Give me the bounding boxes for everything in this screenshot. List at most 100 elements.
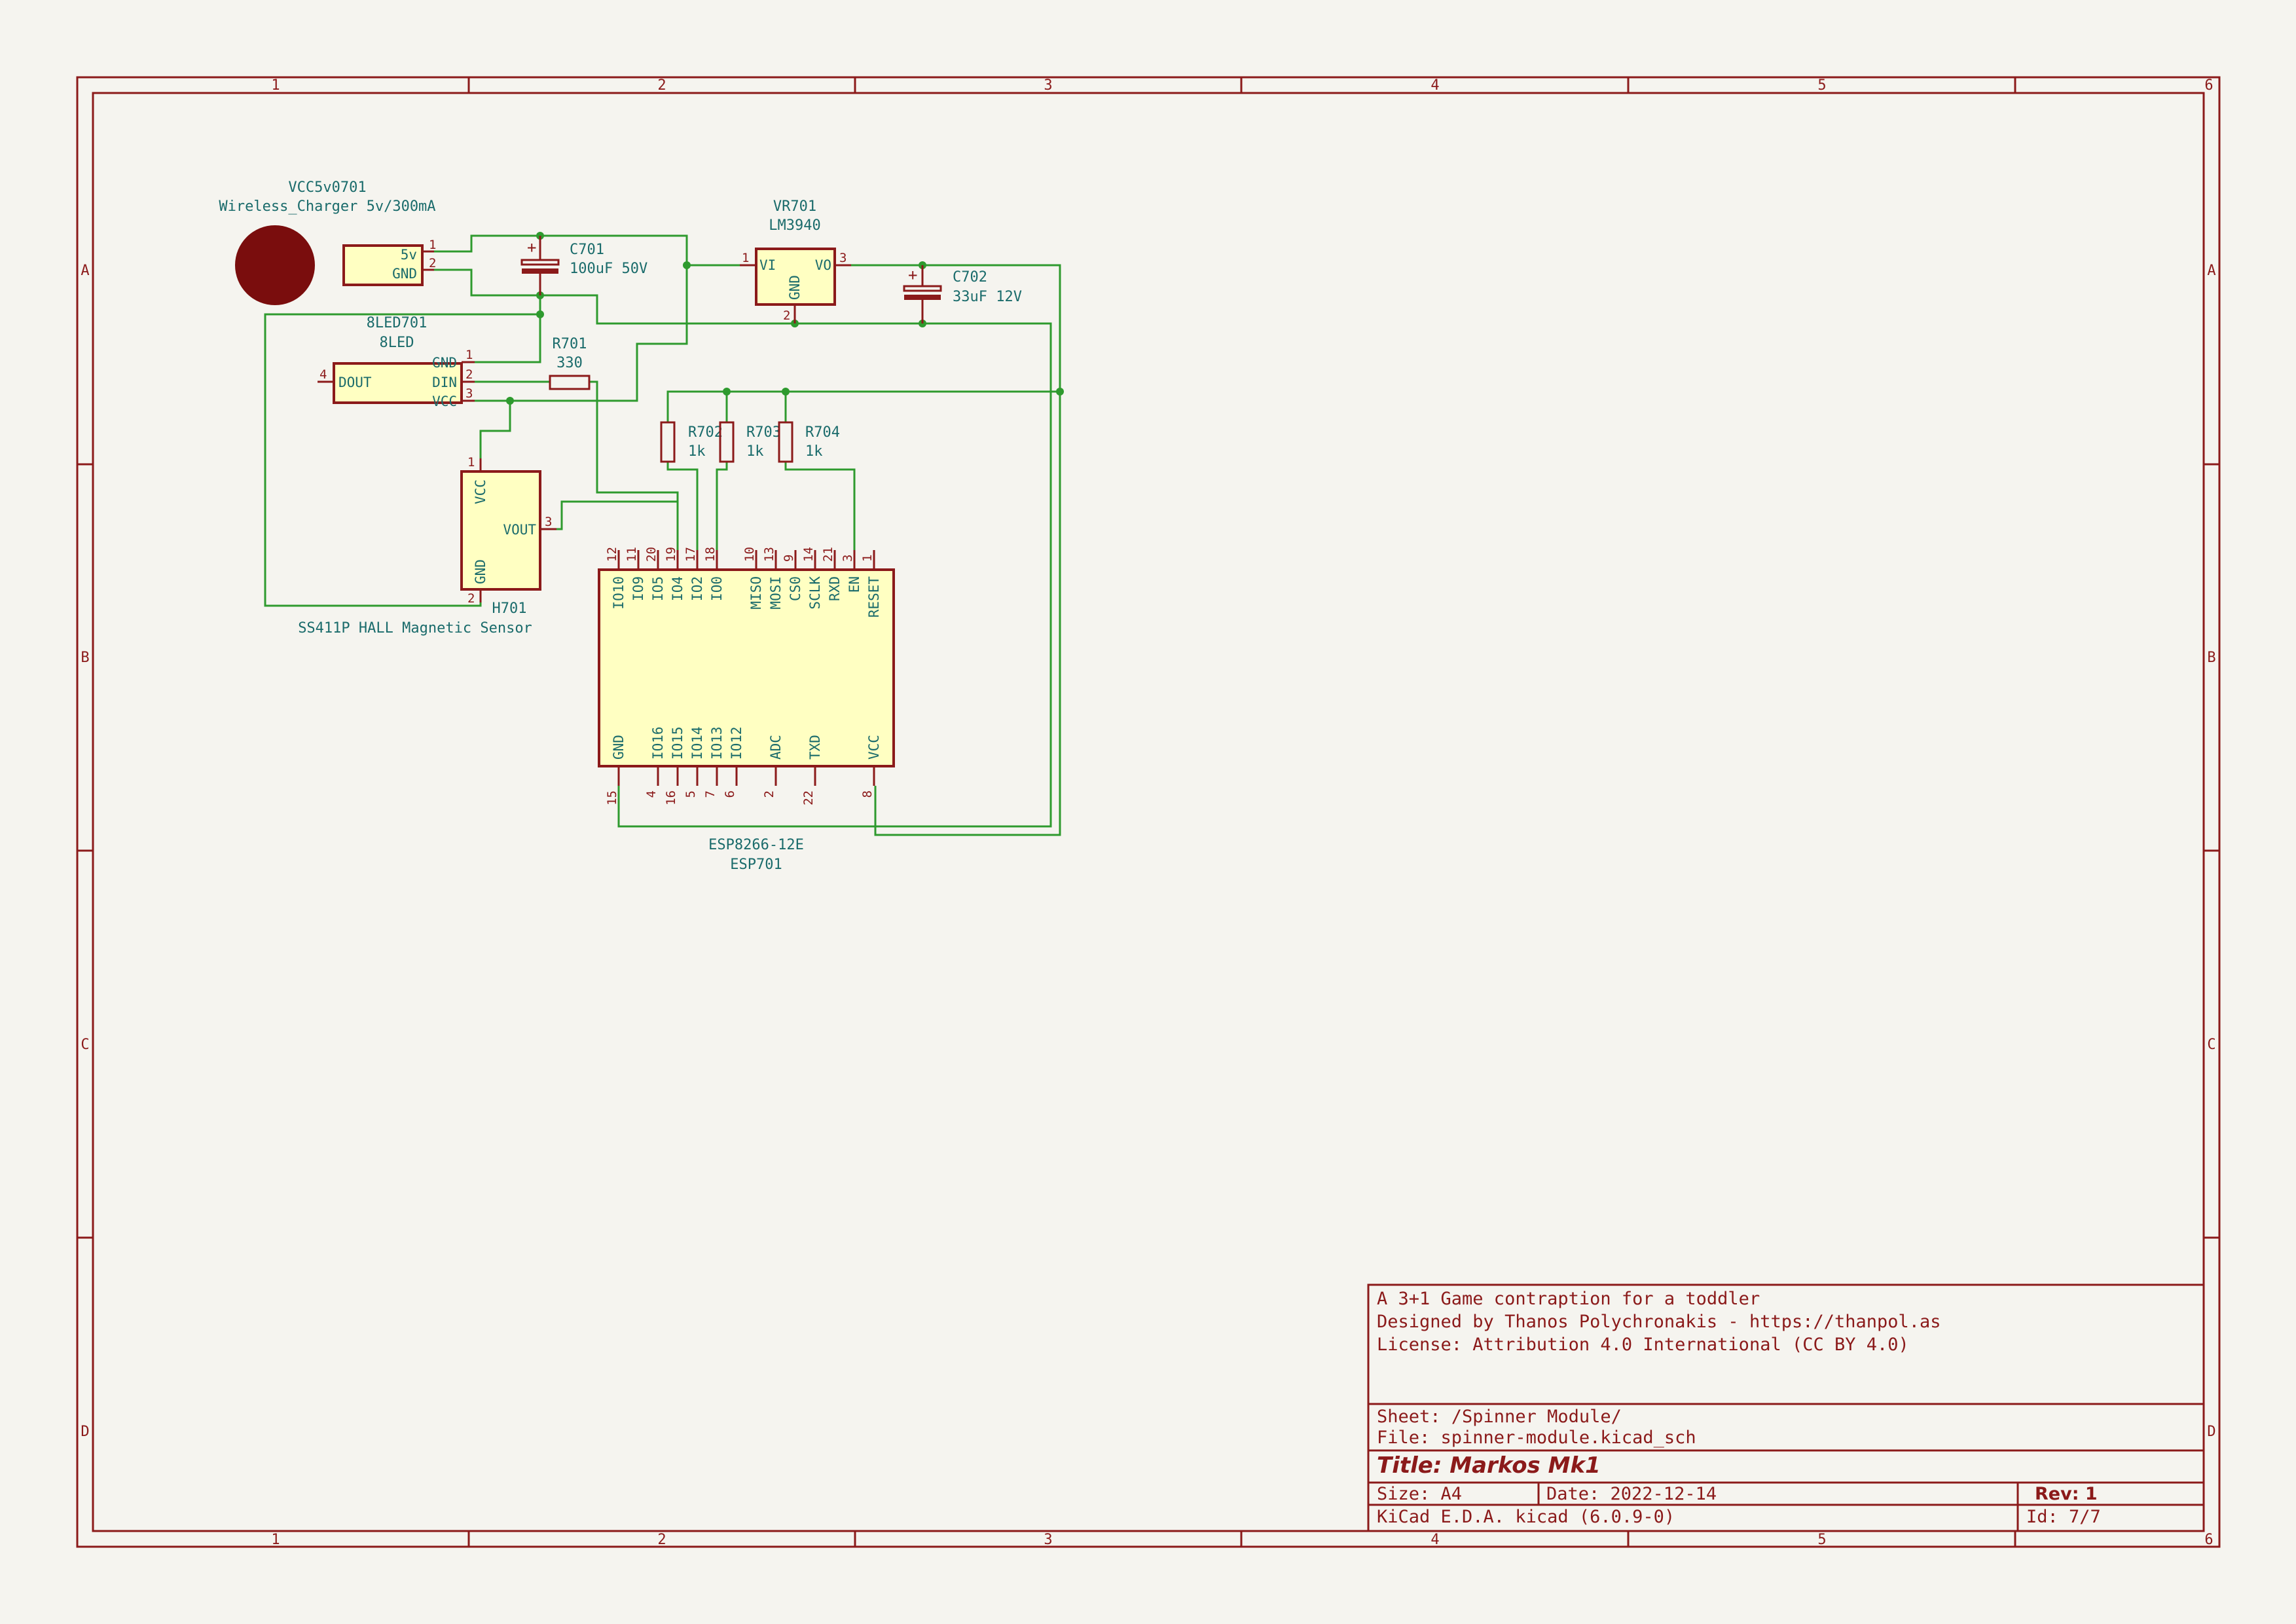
vr701-pin-gnd: GND: [787, 275, 803, 300]
row-label: C: [81, 1037, 89, 1053]
c701-value: 100uF 50V: [570, 261, 647, 277]
esp-pin-name: VCC: [866, 735, 882, 760]
c701-plate: [520, 259, 560, 266]
esp-pin-name: IO14: [689, 726, 705, 760]
esp-pin-name: SCLK: [807, 576, 823, 610]
junction: [506, 397, 514, 405]
vr701-pin-vo: VO: [815, 257, 831, 273]
vr701-body: [755, 248, 836, 306]
esp-pin-number: 21: [821, 547, 835, 562]
h701-value: SS411P HALL Magnetic Sensor: [298, 620, 532, 637]
r701-body: [549, 375, 591, 390]
column-labels: 1 2 3 4 5 6 1 2 3 4 5 6: [271, 77, 2213, 1548]
junction: [723, 388, 731, 396]
c702-plate-neg: [904, 295, 941, 300]
esp-pin-number: 20: [644, 547, 659, 562]
hall-sensor-h701[interactable]: VCC VOUT GND 1 3 2 H701 SS411P HALL Magn…: [298, 455, 556, 637]
led-ref: 8LED701: [367, 315, 428, 331]
tb-file: File: spinner-module.kicad_sch: [1377, 1428, 1696, 1448]
charger-ref: VCC5v0701: [288, 179, 366, 196]
column-label: 2: [657, 1532, 666, 1548]
r702-value: 1k: [688, 443, 706, 460]
esp-pin-number: 19: [664, 547, 678, 562]
esp-pin-name: EN: [847, 576, 862, 593]
esp-pin-name: IO10: [611, 576, 627, 610]
r704-value: 1k: [805, 443, 823, 460]
led-pin-num: 1: [465, 348, 473, 362]
esp-pin-name: IO5: [650, 576, 666, 601]
charger-coil-icon: [235, 225, 315, 305]
row-label: C: [2207, 1037, 2215, 1053]
junction: [683, 261, 691, 269]
esp-pin-number: 10: [742, 547, 757, 562]
c702-ref: C702: [953, 269, 987, 286]
column-label: 4: [1430, 77, 1439, 94]
esp-pin-number: 11: [625, 547, 639, 562]
column-label: 2: [657, 77, 666, 94]
resistor-r704[interactable]: R704 1k: [778, 421, 840, 463]
r702-body: [660, 421, 676, 463]
esp-pin-number: 14: [801, 547, 816, 562]
vr701-pin-num: 1: [742, 251, 749, 265]
vr701-ref: VR701: [773, 198, 816, 215]
led-pin-num: 3: [465, 386, 473, 401]
capacitor-c702[interactable]: + C702 33uF 12V: [903, 265, 1022, 323]
wire-led-gnd: [466, 295, 541, 363]
resistor-r701[interactable]: R701 330: [549, 336, 591, 390]
h701-pin-vout: VOUT: [503, 522, 536, 538]
resistor-r703[interactable]: R703 1k: [719, 421, 781, 463]
esp-pin-name: TXD: [807, 735, 823, 760]
esp-top-pins: 12IO1011IO920IO519IO417IO218IO010MISO13M…: [605, 547, 882, 618]
esp-pin-number: 5: [683, 790, 698, 798]
esp-pin-number: 13: [762, 547, 776, 562]
charger-pin-5v: 5v: [401, 247, 417, 263]
row-label: B: [2207, 650, 2215, 666]
esp-pin-number: 1: [860, 555, 875, 562]
vr701-pin-num: 3: [839, 251, 847, 265]
h701-pin-num: 2: [467, 591, 475, 606]
led-pin-num: 2: [465, 367, 473, 382]
esp-pin-name: IO9: [630, 576, 646, 601]
vr701-pin-vi: VI: [759, 257, 776, 273]
esp8266-module[interactable]: 12IO1011IO920IO519IO417IO218IO010MISO13M…: [598, 547, 895, 873]
esp-pin-name: IO15: [670, 726, 685, 760]
charger-body: [342, 244, 424, 286]
wireless-charger[interactable]: VCC5v0701 Wireless_Charger 5v/300mA 5v G…: [219, 179, 436, 305]
tb-id: Id: 7/7: [2026, 1507, 2101, 1527]
led-pin-dout: DOUT: [338, 375, 372, 390]
r704-body: [778, 421, 793, 463]
wire-5v: [429, 234, 746, 267]
tb-rev: Rev: 1: [2035, 1484, 2098, 1504]
h701-pin-gnd: GND: [473, 559, 488, 584]
c702-plate: [903, 285, 942, 292]
wire-r702-bottom: [666, 462, 699, 550]
junction: [782, 388, 790, 396]
h701-pin-num: 1: [467, 455, 475, 470]
led-strip-8led701[interactable]: 8LED701 8LED 4 DOUT GND DIN VCC 1 2 3: [318, 315, 475, 409]
column-label: 4: [1430, 1532, 1439, 1548]
resistor-r702[interactable]: R702 1k: [660, 421, 723, 463]
c702-value: 33uF 12V: [953, 289, 1022, 305]
column-label: 5: [1817, 1532, 1826, 1548]
esp-pin-number: 22: [801, 790, 816, 805]
regulator-vr701[interactable]: VR701 LM3940 VI VO GND 1 3 2: [740, 198, 851, 323]
led-dout-num: 4: [319, 367, 327, 382]
wire-3v3: [846, 264, 1061, 836]
capacitor-c701[interactable]: + C701 100uF 50V: [520, 236, 647, 295]
wire-hall-gnd: [264, 313, 540, 607]
esp-value: ESP8266-12E: [708, 837, 804, 853]
esp-bottom-pins: 15GND4IO1616IO155IO147IO136IO122ADC22TXD…: [605, 726, 882, 805]
r701-value: 330: [556, 355, 583, 371]
tb-sheet: Sheet: /Spinner Module/: [1377, 1407, 1622, 1427]
esp-pin-name: IO12: [729, 726, 744, 760]
esp-pin-number: 4: [644, 790, 659, 798]
junction: [1056, 388, 1064, 396]
esp-pin-number: 15: [605, 790, 619, 805]
led-pin-din: DIN: [432, 375, 457, 390]
wire-led-vcc: [466, 265, 688, 402]
column-label: 1: [271, 1532, 280, 1548]
vr701-value: LM3940: [769, 217, 820, 234]
esp-ref: ESP701: [730, 857, 782, 873]
junction: [536, 310, 544, 318]
tb-title: Title: Markos Mk1: [1377, 1452, 1601, 1479]
